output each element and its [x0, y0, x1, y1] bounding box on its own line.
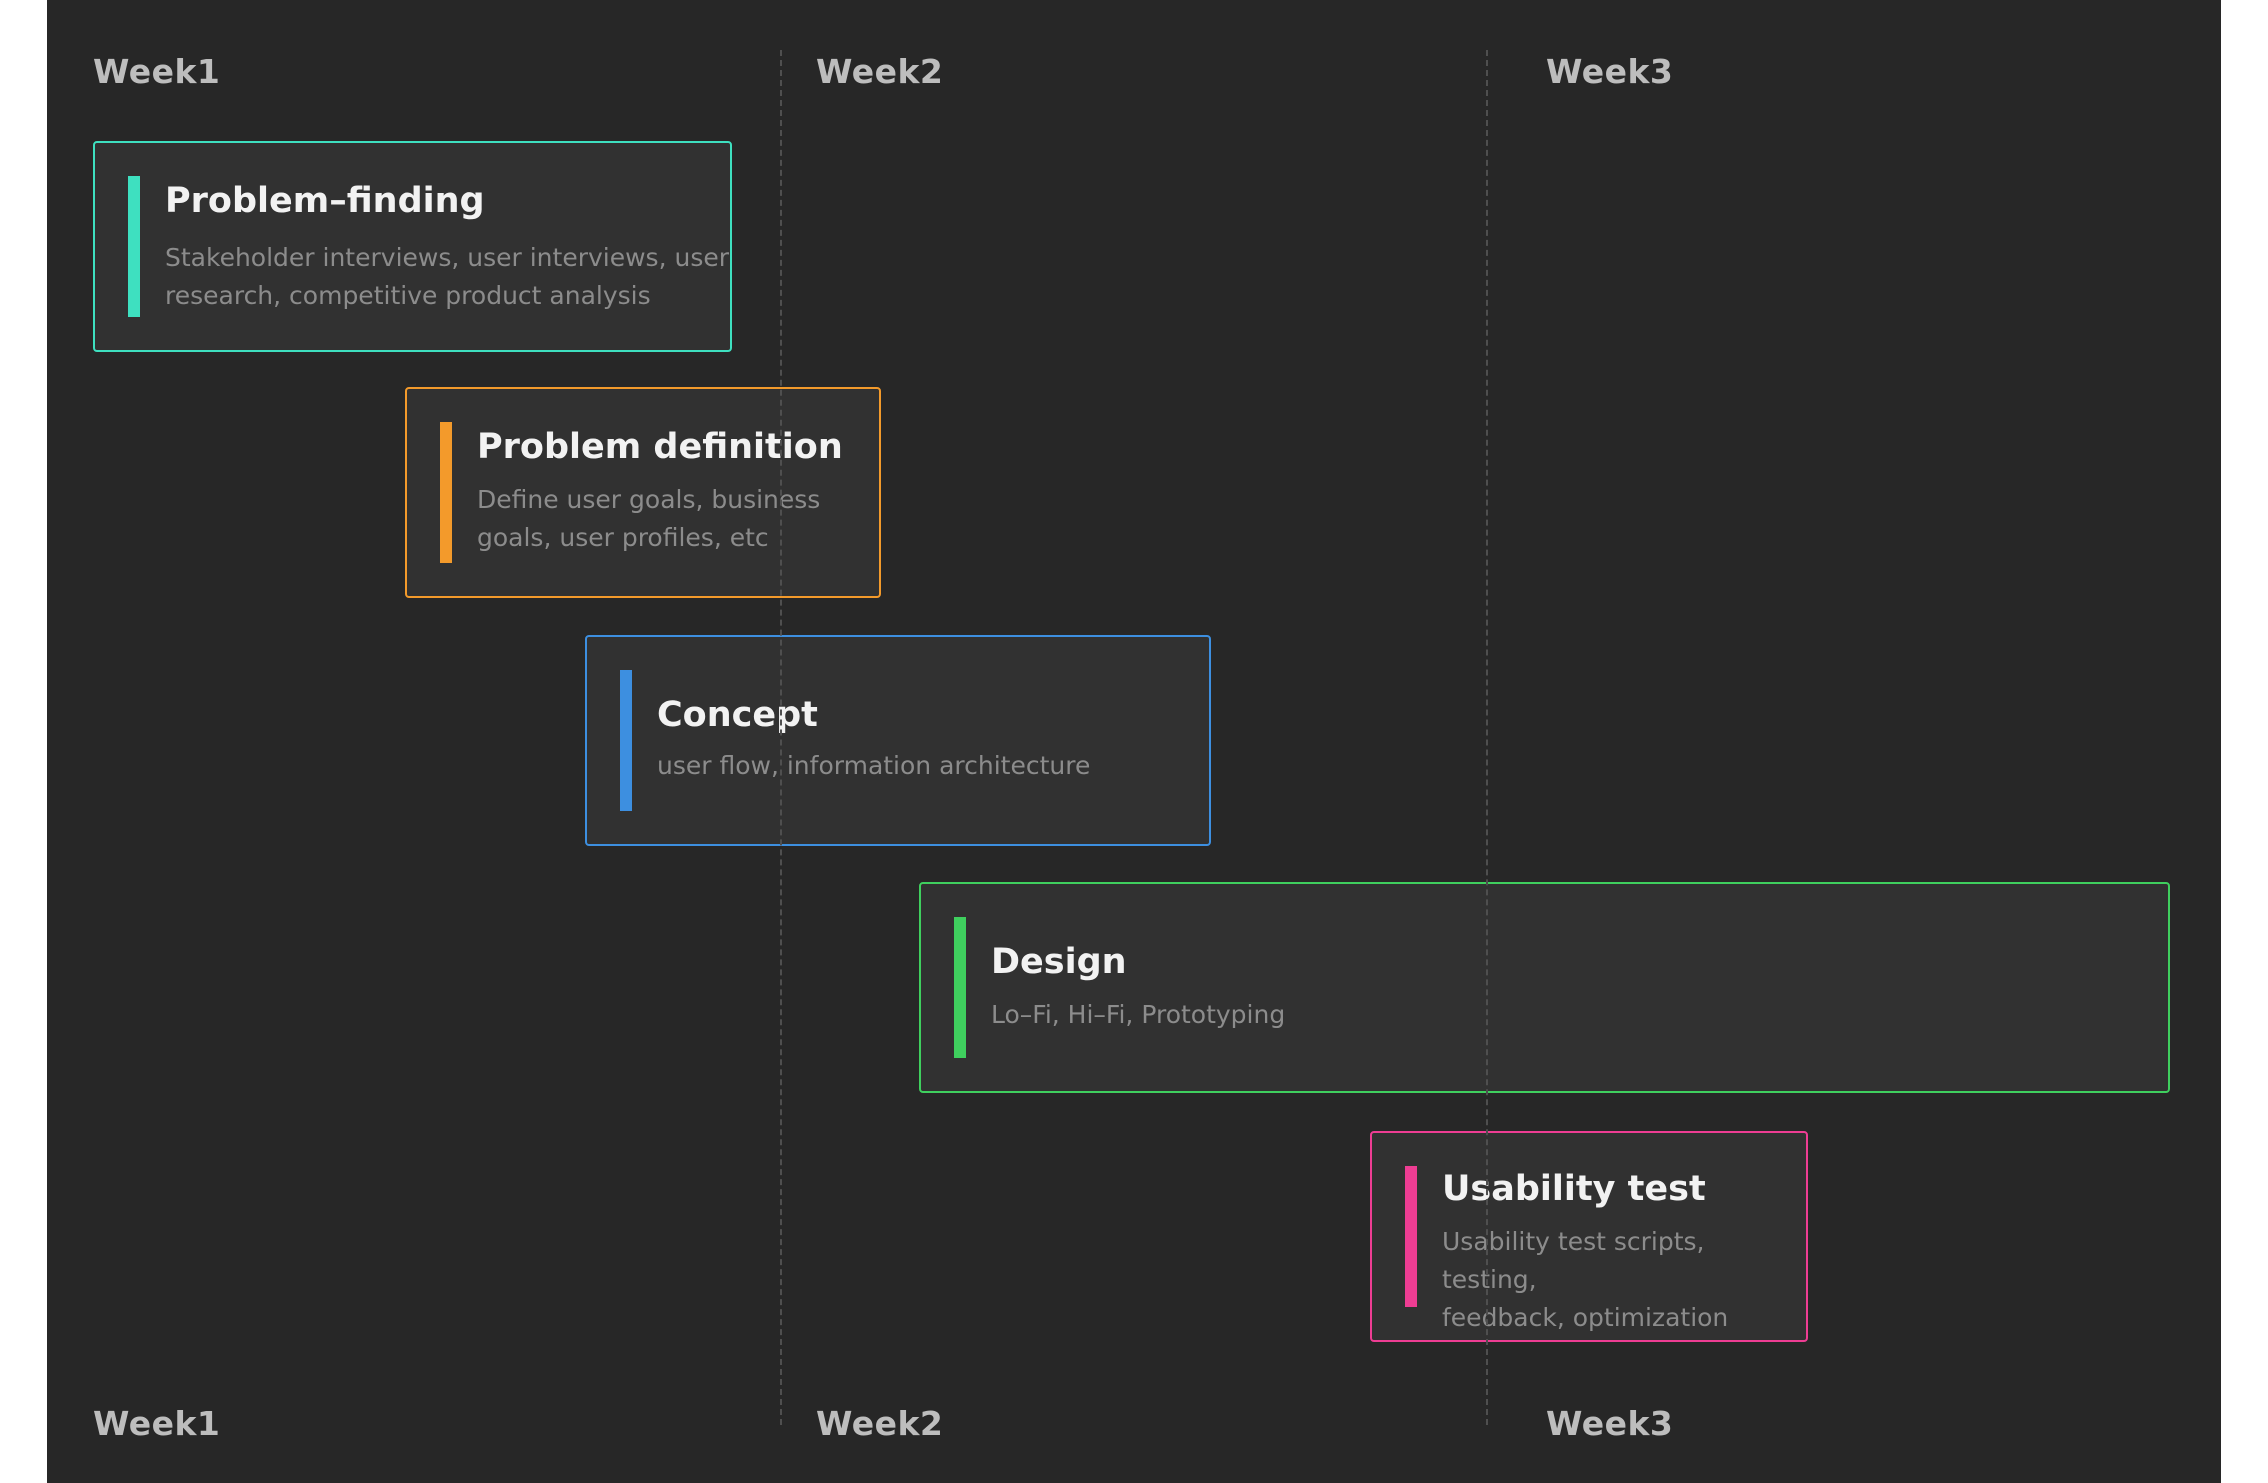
- phase-color-bar: [128, 176, 140, 317]
- week-divider: [1486, 50, 1488, 1425]
- phase-card-problem-finding[interactable]: Problem–finding Stakeholder interviews, …: [93, 141, 732, 352]
- phase-description: Lo–Fi, Hi–Fi, Prototyping: [991, 996, 1285, 1034]
- week-header-3: Week3: [1546, 52, 1674, 91]
- phase-card-concept[interactable]: Concept user flow, information architect…: [585, 635, 1211, 846]
- phase-color-bar: [1405, 1166, 1417, 1307]
- week-divider: [780, 50, 782, 1425]
- phase-description-line: Usability test scripts, testing,: [1442, 1227, 1705, 1294]
- phase-title: Design: [991, 942, 1127, 982]
- phase-description-line: goals, user profiles, etc: [477, 523, 769, 552]
- phase-description-line: Lo–Fi, Hi–Fi, Prototyping: [991, 1000, 1286, 1029]
- phase-description-line: user flow, information architecture: [657, 751, 1091, 780]
- phase-card-design[interactable]: Design Lo–Fi, Hi–Fi, Prototyping: [919, 882, 2170, 1093]
- week-footer-1: Week1: [93, 1404, 221, 1443]
- timeline-board: Week1 Week2 Week3 Problem–finding Stakeh…: [47, 0, 2221, 1483]
- phase-description: Usability test scripts, testing, feedbac…: [1442, 1223, 1806, 1337]
- phase-color-bar: [440, 422, 452, 563]
- phase-description-line: Define user goals, business: [477, 485, 821, 514]
- phase-color-bar: [954, 917, 966, 1058]
- phase-description-line: feedback, optimization: [1442, 1303, 1729, 1332]
- phase-title: Concept: [657, 695, 818, 735]
- phase-title: Problem definition: [477, 427, 843, 467]
- phase-title: Usability test: [1442, 1169, 1706, 1209]
- phase-color-bar: [620, 670, 632, 811]
- phase-description: user flow, information architecture: [657, 747, 1090, 785]
- week-footer-2: Week2: [816, 1404, 944, 1443]
- phase-description: Define user goals, business goals, user …: [477, 481, 820, 557]
- week-header-2: Week2: [816, 52, 944, 91]
- week-footer-3: Week3: [1546, 1404, 1674, 1443]
- phase-card-problem-definition[interactable]: Problem definition Define user goals, bu…: [405, 387, 881, 598]
- phase-card-usability-test[interactable]: Usability test Usability test scripts, t…: [1370, 1131, 1808, 1342]
- phase-description-line: Stakeholder interviews, user interviews,…: [165, 243, 730, 272]
- phase-title: Problem–finding: [165, 181, 485, 221]
- week-header-1: Week1: [93, 52, 221, 91]
- phase-description: Stakeholder interviews, user interviews,…: [165, 239, 729, 315]
- phase-description-line: research, competitive product analysis: [165, 281, 651, 310]
